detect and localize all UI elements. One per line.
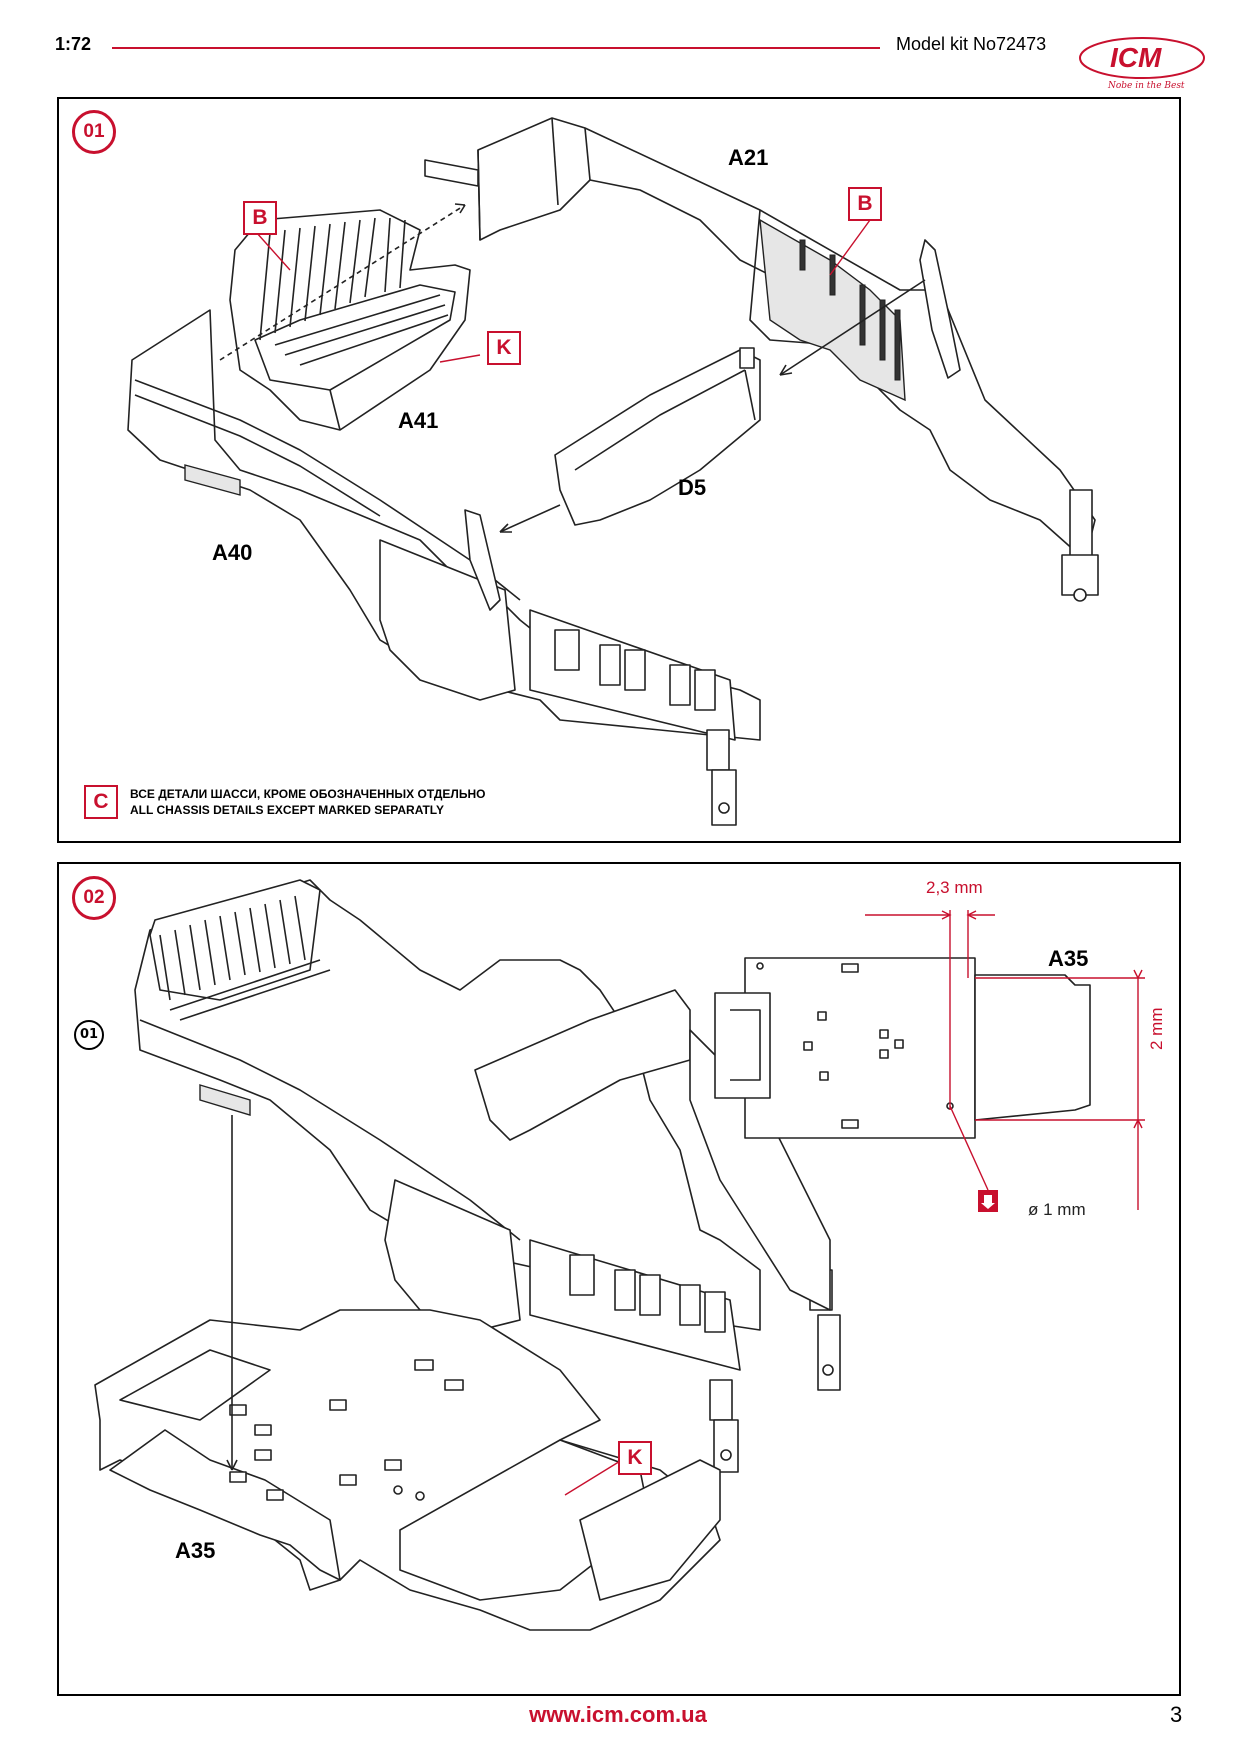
legend-ru: ВСЕ ДЕТАЛИ ШАССИ, КРОМЕ ОБОЗНАЧЕННЫХ ОТД… — [130, 787, 486, 801]
assembled-body-drawing — [134, 879, 841, 1473]
drill-icon — [978, 1190, 998, 1212]
color-code-c-legend: C — [84, 785, 118, 819]
part-d5-drawing — [554, 347, 761, 526]
label-a35-detail: A35 — [1048, 946, 1089, 971]
step-02-number: 02 — [72, 876, 116, 920]
label-a35-floor: A35 — [175, 1538, 216, 1563]
color-code-k-seat: K — [487, 331, 521, 365]
color-code-b-seat: B — [243, 201, 277, 235]
header-rule — [112, 47, 880, 49]
logo-text: ICM — [1110, 42, 1162, 73]
label-a40: A40 — [212, 540, 253, 565]
icm-logo: ICM Nobe in the Best — [1072, 32, 1222, 92]
part-a41-drawing — [229, 209, 471, 431]
dimension-height: 2 mm — [1147, 1007, 1166, 1051]
page-number: 3 — [1170, 1702, 1183, 1727]
footer-url: www.icm.com.ua — [529, 1702, 707, 1727]
part-a35-floor-drawing — [94, 1309, 721, 1631]
label-a21: A21 — [728, 145, 769, 170]
dimension-width: 2,3 mm — [926, 878, 983, 897]
color-code-k-floor: K — [618, 1441, 652, 1475]
part-a40-drawing — [127, 309, 761, 826]
label-a41: A41 — [398, 408, 439, 433]
color-code-b-wall: B — [848, 187, 882, 221]
step-01-reference: 01 — [74, 1020, 104, 1050]
step-01-number: 01 — [72, 110, 116, 154]
scale-label: 1:72 — [55, 34, 92, 54]
logo-tagline: Nobe in the Best — [1107, 81, 1185, 91]
legend-note: ВСЕ ДЕТАЛИ ШАССИ, КРОМЕ ОБОЗНАЧЕННЫХ ОТД… — [130, 786, 485, 818]
kit-number: Model kit No72473 — [896, 34, 1047, 54]
label-d5: D5 — [678, 475, 707, 500]
legend-en: ALL CHASSIS DETAILS EXCEPT MARKED SEPARA… — [130, 803, 445, 817]
a35-detail-drawing — [714, 957, 1091, 1139]
part-a21-drawing — [424, 117, 1099, 602]
dimension-drill: ø 1 mm — [1028, 1200, 1086, 1219]
